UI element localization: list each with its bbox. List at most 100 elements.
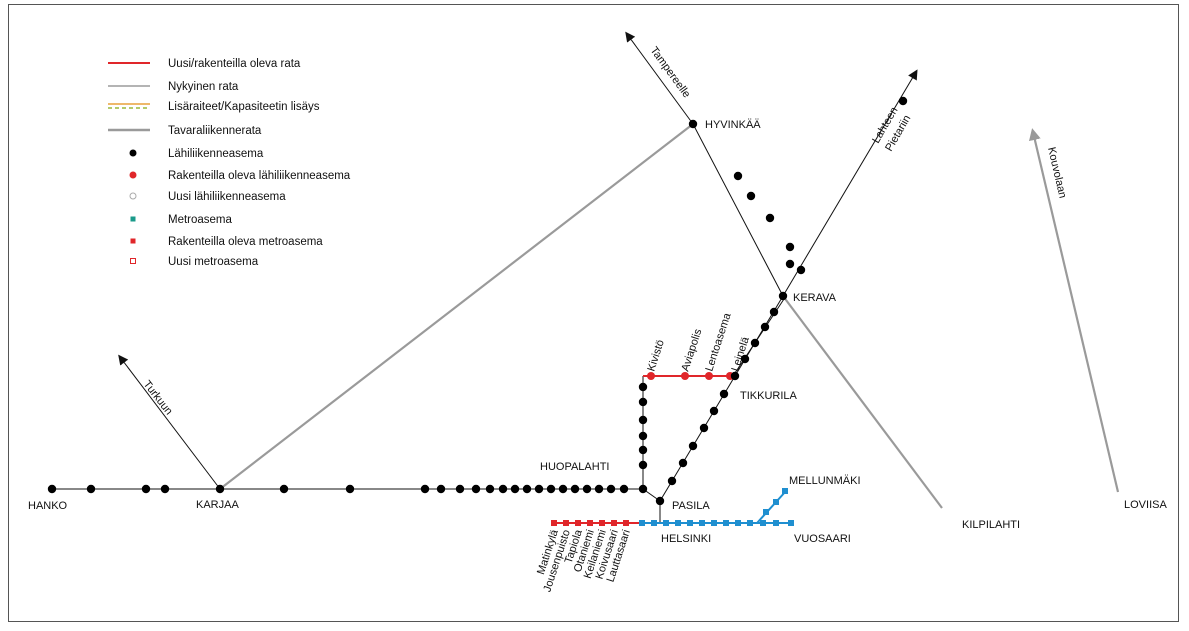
station: [750, 338, 760, 348]
label-kerava: KERAVA: [793, 292, 837, 304]
metro-station: [760, 520, 766, 526]
station-lentoasema: [705, 372, 713, 380]
legend-new-line-label: Uusi/rakenteilla oleva rata: [168, 58, 301, 70]
station: [436, 484, 446, 494]
freight-line-karjaa-hyvinkaa: [219, 123, 694, 490]
station: [546, 484, 556, 494]
station: [769, 307, 779, 317]
legend-new-station-swatch: [129, 192, 137, 200]
station: [279, 484, 289, 494]
label-helsinki: HELSINKI: [661, 533, 711, 545]
label-karjaa: KARJAA: [196, 499, 239, 511]
station: [740, 354, 750, 364]
metro-station-matinkyla: [551, 520, 557, 526]
legend-station-label: Lähiliikenneasema: [168, 148, 264, 160]
station: [582, 484, 592, 494]
metro-line-mellunmaki: [756, 490, 787, 524]
station: [760, 322, 770, 332]
station: [141, 484, 151, 494]
rail-line-to-turku: [118, 354, 221, 490]
station-kivisto: [647, 372, 655, 380]
station: [471, 484, 481, 494]
metro-station: [675, 520, 681, 526]
station: [420, 484, 430, 494]
station: [719, 389, 729, 399]
metro-station: [663, 520, 669, 526]
metro-station: [699, 520, 705, 526]
legend-station-swatch: [129, 149, 137, 157]
place-labels: HANKO KARJAA HYVINKÄÄ KERAVA TIKKURILA H…: [28, 119, 1167, 545]
station: [345, 484, 355, 494]
legend-new-station-label: Uusi lähiliikenneasema: [168, 191, 286, 203]
metro-station-koivusaari: [611, 520, 617, 526]
station: [638, 415, 648, 425]
metro-station-tapiola: [575, 520, 581, 526]
station: [709, 406, 719, 416]
station-kerava: [778, 291, 788, 301]
legend-metro-construction-label: Rakenteilla oleva metroasema: [168, 236, 323, 248]
station: [498, 484, 508, 494]
station: [522, 484, 532, 494]
label-tikkurila: TIKKURILA: [740, 390, 798, 402]
rail-line-to-tampere: [625, 31, 694, 125]
label-huopalahti: HUOPALAHTI: [540, 461, 609, 473]
legend-freight-label: Tavaraliikennerata: [168, 125, 262, 137]
label-vuosaari: VUOSAARI: [794, 533, 851, 545]
station: [485, 484, 495, 494]
station-hanko: [47, 484, 57, 494]
station: [638, 431, 648, 441]
station: [570, 484, 580, 494]
label-to-kouvola: Kouvolaan: [1045, 146, 1068, 199]
station: [638, 460, 648, 470]
metro-station: [723, 520, 729, 526]
legend-new-metro-label: Uusi metroasema: [168, 256, 259, 268]
station: [638, 445, 648, 455]
station: [898, 96, 908, 106]
metro-station: [735, 520, 741, 526]
station: [765, 213, 775, 223]
legend-metro-label: Metroasema: [168, 214, 233, 226]
label-to-turku: Turkuun: [141, 378, 175, 417]
station: [733, 171, 743, 181]
station: [785, 242, 795, 252]
station: [796, 265, 806, 275]
metro-station: [687, 520, 693, 526]
label-hyvinkaa: HYVINKÄÄ: [705, 119, 761, 131]
station: [678, 458, 688, 468]
station: [606, 484, 616, 494]
station: [534, 484, 544, 494]
metro-station: [711, 520, 717, 526]
metro-station-vuosaari: [788, 520, 794, 526]
legend-metro-swatch: [130, 216, 136, 222]
station: [785, 259, 795, 269]
metro-station: [763, 509, 769, 515]
metro-station: [747, 520, 753, 526]
station-pasila: [655, 496, 665, 506]
metro-station: [773, 499, 779, 505]
metro-station-keilaniemi: [599, 520, 605, 526]
station: [160, 484, 170, 494]
station: [619, 484, 629, 494]
legend-station-construction-swatch: [129, 171, 137, 179]
metro-station-mellunmaki: [782, 488, 788, 494]
station-huopalahti: [638, 484, 648, 494]
metro-station-jousenpuisto: [563, 520, 569, 526]
freight-lines: [219, 123, 1120, 509]
label-pasila: PASILA: [672, 500, 710, 512]
label-hanko: HANKO: [28, 500, 68, 512]
station: [638, 397, 648, 407]
station-karjaa: [215, 484, 225, 494]
freight-line-loviisa-kouvola: [1028, 128, 1120, 493]
map-frame: [8, 4, 1179, 622]
station-tikkurila: [730, 371, 740, 381]
metro-station: [639, 520, 645, 526]
station: [688, 441, 698, 451]
station: [86, 484, 96, 494]
station: [638, 382, 648, 392]
metro-station-otaniemi: [587, 520, 593, 526]
legend: Uusi/rakenteilla oleva rata Nykyinen rat…: [108, 58, 351, 268]
legend-extra-tracks-label: Lisäraiteet/Kapasiteetin lisäys: [168, 101, 320, 113]
label-lentoasema: Lentoasema: [703, 311, 733, 373]
rail-line-to-lahti: [782, 69, 918, 297]
